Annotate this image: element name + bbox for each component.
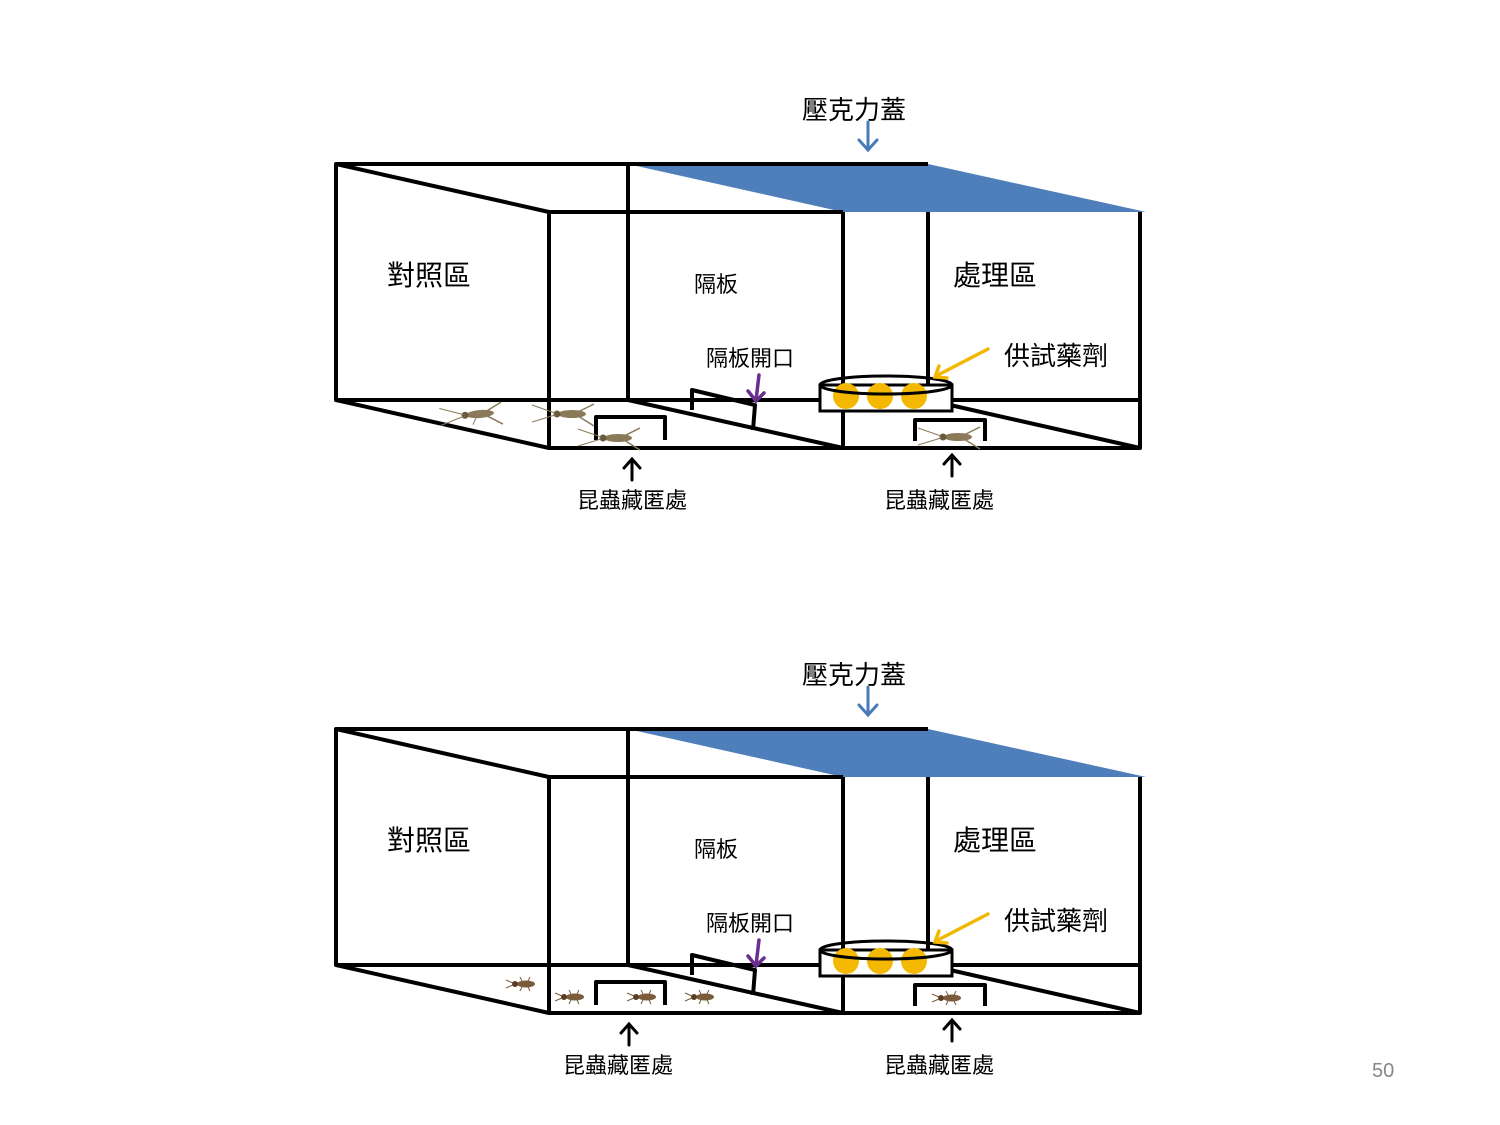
depth-edge-bottom-right [927,398,1141,450]
beetle-icon [931,990,961,1006]
divider-opening-flap [690,953,757,996]
opening-arrow-icon [746,373,766,404]
hiding-place-right [913,983,987,1006]
control-zone-label: 對照區 [387,259,472,292]
depth-edge-top-left [335,727,550,779]
test-agent-label: 供試藥劑 [1004,342,1109,372]
divider-opening-flap [690,388,757,431]
agent-arrow-icon [932,347,990,380]
depth-edge-bottom-left [335,963,550,1015]
agent-arrow-icon [932,912,990,945]
depth-edge-bottom-left [335,398,550,450]
depth-edge-bottom-right [927,963,1141,1015]
diagram-bottom: 壓克力蓋 對照區 隔板 處理區 隔板開口 供試藥劑 昆蟲藏匿處 昆蟲藏匿處 [0,565,1500,1079]
beetle-icon [554,989,584,1005]
treatment-zone-label: 處理區 [953,824,1038,857]
cricket-icon [577,427,641,451]
hiding-place-right-label: 昆蟲藏匿處 [884,1054,995,1079]
cricket-icon [917,426,981,450]
divider-label: 隔板 [694,838,739,863]
front-frame [547,775,1142,1015]
divider-bottom-edge [627,398,844,450]
acrylic-lid [628,729,1146,777]
beetle-icon [505,976,535,992]
hiding-place-left [594,980,667,1005]
divider-opening-label: 隔板開口 [706,347,795,372]
apparatus-drawing-top [334,120,1146,482]
test-agent-label: 供試藥劑 [1004,907,1109,937]
divider-opening-label: 隔板開口 [706,912,795,937]
hiding-arrow-left-icon [622,456,642,482]
insect-group [505,976,961,1006]
hiding-arrow-right-icon [942,1017,962,1043]
apparatus-drawing-bottom [334,685,1146,1047]
lid-label: 壓克力蓋 [802,661,907,691]
test-agent-dish [818,374,954,413]
diagram-top: 壓克力蓋 對照區 隔板 處理區 隔板開口 供試藥劑 昆蟲藏匿處 昆蟲藏匿處 [0,0,1500,514]
depth-edge-top-left [335,162,550,214]
hiding-place-right-label: 昆蟲藏匿處 [884,489,995,514]
cricket-icon [531,403,595,427]
lid-arrow-icon [857,120,879,153]
hiding-place-right [913,418,987,441]
hiding-place-left-label: 昆蟲藏匿處 [563,1054,674,1079]
lid-label: 壓克力蓋 [802,96,907,126]
hiding-arrow-left-icon [619,1021,639,1047]
cricket-icon [439,401,504,426]
front-frame [547,210,1142,450]
treatment-zone-label: 處理區 [953,259,1038,292]
control-zone-label: 對照區 [387,824,472,857]
hiding-place-left-label: 昆蟲藏匿處 [577,489,688,514]
slide-number: 50 [1372,1060,1395,1082]
opening-arrow-icon [746,938,766,969]
beetle-icon [626,989,656,1005]
beetle-icon [684,989,714,1005]
insect-group [439,401,981,451]
divider-bottom-edge [627,963,844,1015]
lid-arrow-icon [857,685,879,718]
hiding-place-left [594,415,667,440]
divider-label: 隔板 [694,273,739,298]
hiding-arrow-right-icon [942,452,962,478]
acrylic-lid [628,164,1146,212]
test-agent-dish [818,939,954,978]
